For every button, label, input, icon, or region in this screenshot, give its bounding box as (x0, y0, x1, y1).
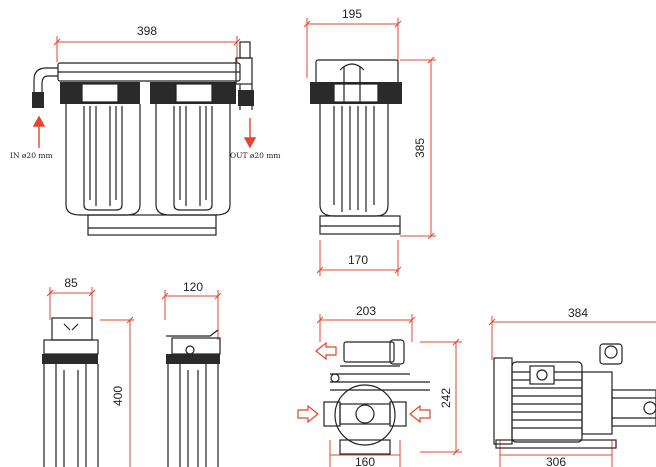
housing-two-view (161, 290, 222, 467)
motor-side-view (488, 316, 656, 467)
twin-width-dimension (53, 36, 241, 62)
pump-base-label: 160 (355, 455, 375, 467)
side-height-label: 385 (413, 138, 427, 158)
pump-arrow-left (297, 404, 319, 424)
outlet-arrow (243, 118, 257, 149)
pump-arrow-top-left (315, 341, 337, 361)
motor-base-label: 306 (546, 455, 566, 467)
pump-front-view (316, 314, 462, 467)
side-width-bottom-label: 170 (348, 253, 368, 267)
inlet-arrow (32, 115, 46, 148)
twin-filter-front-view (32, 36, 254, 236)
housing-one-view (42, 287, 134, 467)
housing1-height-label: 400 (111, 386, 125, 406)
motor-width-label: 384 (568, 306, 588, 320)
housing1-width-label: 85 (64, 276, 78, 290)
side-width-top-label: 195 (342, 7, 362, 21)
twin-width-label: 398 (137, 24, 157, 38)
pump-width-label: 203 (356, 304, 376, 318)
housing2-width-label: 120 (183, 280, 203, 294)
side-view (303, 18, 436, 276)
inlet-label: IN ø20 mm (10, 151, 53, 160)
pump-arrow-right (409, 404, 431, 424)
outlet-label: OUT ø20 mm (230, 151, 281, 160)
pump-height-label: 242 (439, 388, 453, 408)
